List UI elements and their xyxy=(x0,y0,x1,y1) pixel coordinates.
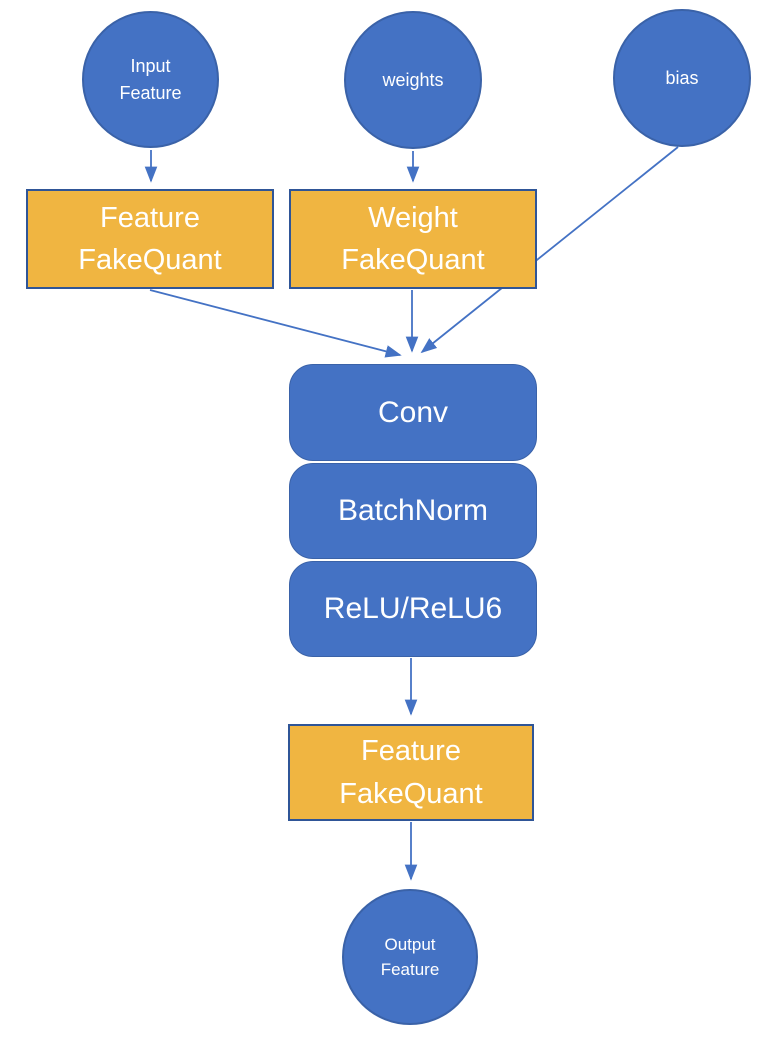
node-feature-fakequant-top: Feature FakeQuant xyxy=(26,189,274,289)
node-input-feature: Input Feature xyxy=(82,11,219,148)
node-input-feature-label: Input Feature xyxy=(119,56,182,103)
node-feature-fakequant-top-label: Feature FakeQuant xyxy=(78,201,222,276)
node-feature-fakequant-bottom-label: Feature FakeQuant xyxy=(339,735,483,810)
node-weight-fakequant-label: Weight FakeQuant xyxy=(341,201,485,276)
node-output-feature: Output Feature xyxy=(342,889,478,1025)
node-weights: weights xyxy=(344,11,482,149)
node-bias-label: bias xyxy=(665,67,699,88)
node-conv-label: Conv xyxy=(377,395,449,429)
node-batchnorm: BatchNorm xyxy=(289,463,537,559)
node-feature-fakequant-bottom: Feature FakeQuant xyxy=(288,724,534,821)
node-batchnorm-label: BatchNorm xyxy=(337,494,489,527)
node-relu: ReLU/ReLU6 xyxy=(289,561,537,657)
node-relu-label: ReLU/ReLU6 xyxy=(323,592,503,625)
node-output-feature-label: Output Feature xyxy=(380,934,440,980)
node-weights-label: weights xyxy=(382,69,444,90)
node-bias: bias xyxy=(613,9,751,147)
node-conv: Conv xyxy=(289,364,537,461)
node-weight-fakequant: Weight FakeQuant xyxy=(289,189,537,289)
edge-feature-fakequant-to-conv xyxy=(149,289,402,358)
